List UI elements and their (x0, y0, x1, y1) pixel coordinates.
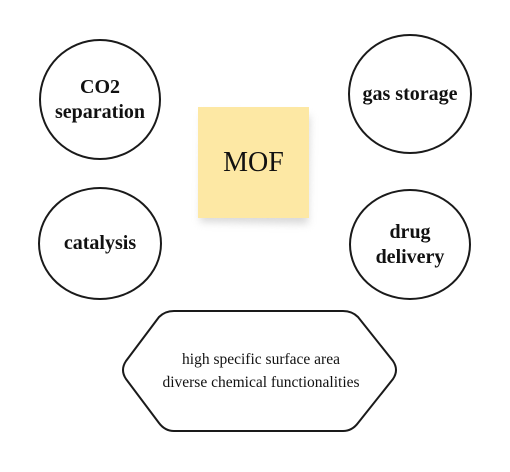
node-catalysis: catalysis (38, 187, 162, 300)
property-line-2: diverse chemical functionalities (162, 374, 360, 391)
node-catalysis-line-1: catalysis (63, 232, 137, 254)
sticky-note-body: MOF (198, 107, 309, 218)
node-gas-line-1: gas storage (362, 82, 458, 105)
properties-hexagon-text: high specific surface area diverse chemi… (130, 344, 392, 398)
node-drug-delivery: drug delivery (349, 189, 471, 300)
node-drug-line-2: delivery (375, 245, 445, 268)
node-drug-line-1: drug (389, 220, 431, 243)
property-line-1: high specific surface area (182, 351, 340, 368)
node-gas-storage: gas storage (348, 34, 472, 154)
center-sticky-note: MOF (198, 107, 311, 224)
node-co2-separation: CO2 separation (39, 39, 161, 160)
hexagon-outline (122, 310, 397, 432)
node-co2-line-2: separation (55, 100, 145, 123)
node-co2-line-1: CO2 (80, 75, 120, 98)
center-label: MOF (223, 146, 284, 178)
